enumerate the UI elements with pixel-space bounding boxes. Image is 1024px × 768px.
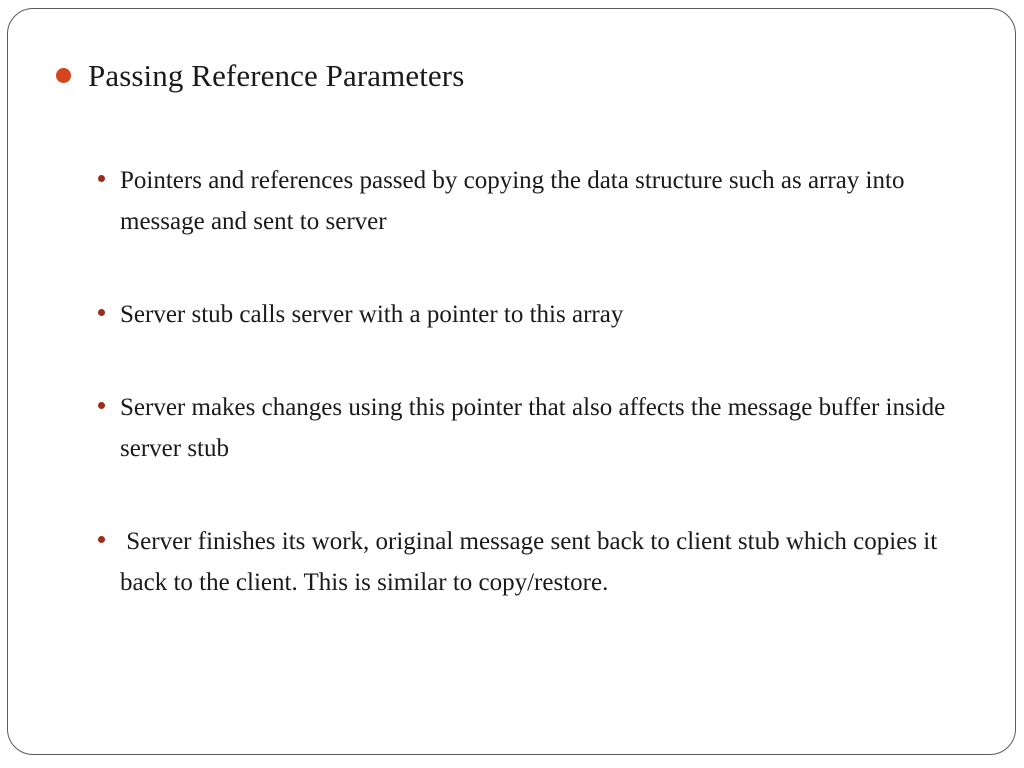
bullet-dot-icon [98,536,105,543]
bullet-dot-icon [98,402,105,409]
bullet-dot-icon [98,175,105,182]
bullet-text: Server finishes its work, original messa… [120,528,944,596]
list-item: Server makes changes using this pointer … [98,387,988,469]
title-bullet-icon [56,68,71,83]
bullet-dot-icon [98,309,105,316]
spacer [98,335,988,387]
bullet-text: Server stub calls server with a pointer … [120,301,624,328]
spacer [98,242,988,294]
bullet-list: Pointers and references passed by copyin… [98,160,988,603]
list-item: Server finishes its work, original messa… [98,521,988,603]
list-item: Server stub calls server with a pointer … [98,294,988,335]
bullet-text: Server makes changes using this pointer … [120,394,952,462]
spacer [98,469,988,521]
bullet-text: Pointers and references passed by copyin… [120,167,911,235]
slide-title-row: Passing Reference Parameters [56,56,956,96]
page-title: Passing Reference Parameters [88,58,465,93]
list-item: Pointers and references passed by copyin… [98,160,988,242]
